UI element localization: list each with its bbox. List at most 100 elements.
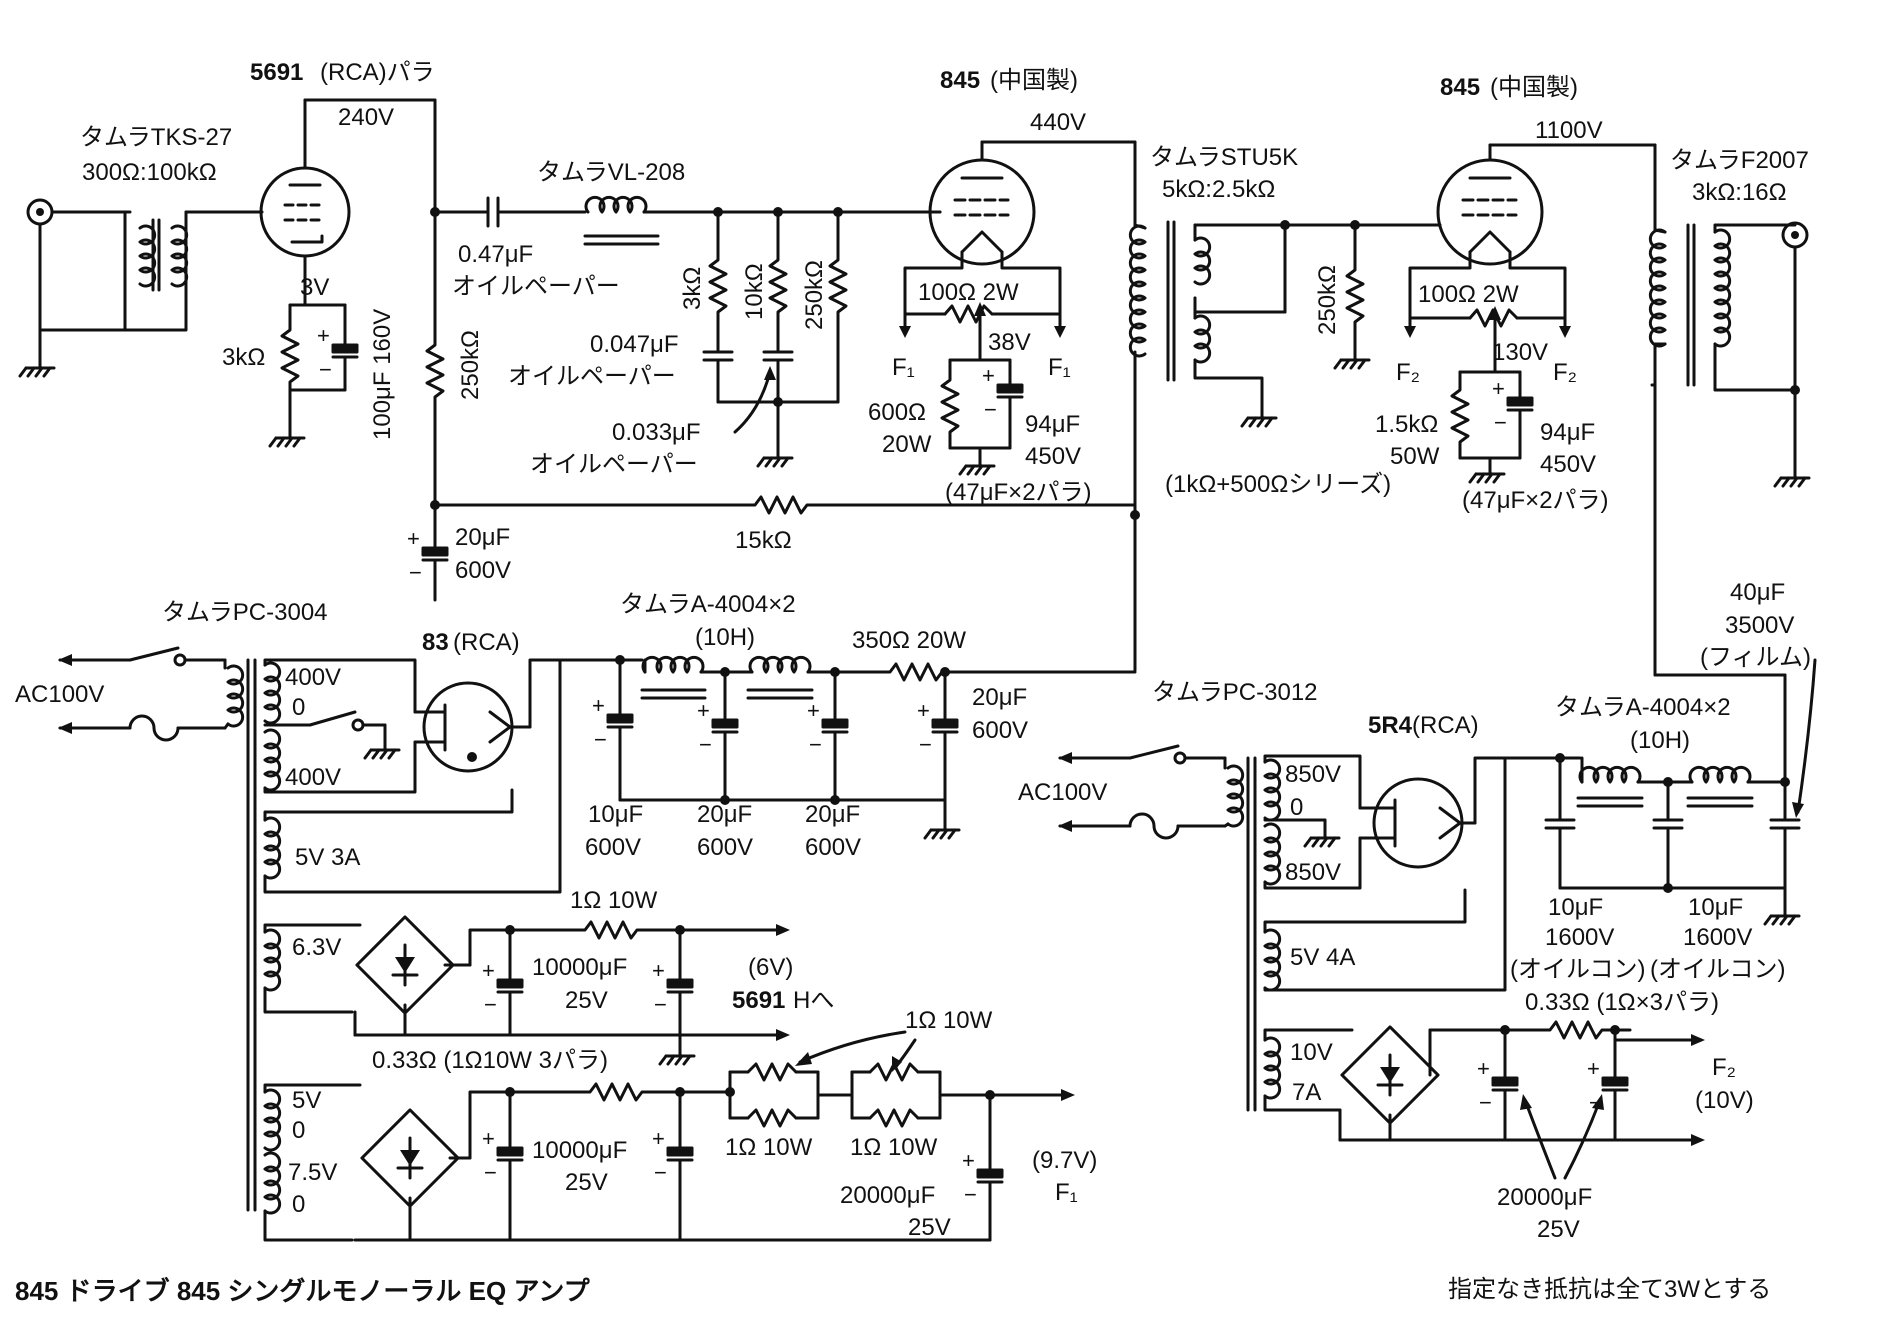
tube-5r4	[1372, 777, 1464, 869]
c20000a-voltage: 25V	[908, 1214, 951, 1241]
r350-label: 350Ω 20W	[852, 627, 966, 654]
r1-10w-label: 1Ω 10W	[570, 887, 658, 914]
tube-5691	[259, 166, 351, 258]
interstage-transformer	[1128, 220, 1212, 382]
ps1-5v2: 5V	[292, 1087, 321, 1114]
choke-vl208-name: タムラVL-208	[537, 159, 685, 186]
diagram-title: 845 ドライブ 845 シングルモノーラル EQ アンプ	[15, 1276, 591, 1306]
ps1-400b: 400V	[285, 764, 341, 791]
c1600b-type: (オイルコン)	[1650, 956, 1786, 983]
c10000b-voltage: 25V	[565, 1169, 608, 1196]
tube-5691-maker: (RCA)パラ	[320, 59, 435, 86]
ck3-voltage: 450V	[1540, 451, 1596, 478]
tube-83-maker: (RCA)	[453, 629, 520, 656]
f1a-label: F₁	[892, 354, 915, 381]
c10-600-value: 10μF	[588, 801, 643, 828]
tube-845-output-maker: (中国製)	[1490, 74, 1578, 101]
c10000a-voltage: 25V	[565, 987, 608, 1014]
f1b-label: F₁	[1048, 354, 1071, 381]
rk3-value: 1.5kΩ	[1375, 411, 1438, 438]
choke-a4004-2-name: タムラA-4004×2	[1555, 694, 1731, 721]
ps1-5v: 5V 3A	[295, 844, 360, 871]
r-eq-250k-label: 250kΩ	[801, 260, 828, 330]
c20c-voltage: 600V	[972, 717, 1028, 744]
ps1-400a: 400V	[285, 664, 341, 691]
c20c-value: 20μF	[972, 684, 1027, 711]
c-dec-value: 20μF	[455, 524, 510, 551]
ps1-name: タムラPC-3004	[162, 599, 328, 626]
c20b-value: 20μF	[805, 801, 860, 828]
r-eq-10k-label: 10kΩ	[741, 263, 768, 320]
c1600a-voltage: 1600V	[1545, 924, 1614, 951]
ps2-850a: 850V	[1285, 761, 1341, 788]
rk3-note: (1kΩ+500Ωシリーズ)	[1165, 471, 1391, 498]
c20b-voltage: 600V	[805, 834, 861, 861]
ps2-0: 0	[1290, 794, 1303, 821]
choke-a4004-2b	[1686, 765, 1754, 808]
choke-a4004-1a	[640, 655, 707, 700]
ps2-850b: 850V	[1285, 859, 1341, 886]
c1600b-voltage: 1600V	[1683, 924, 1752, 951]
out6v-label: (6V)	[748, 954, 793, 981]
c-dec-voltage: 600V	[455, 557, 511, 584]
c-coupling-value: 0.47μF	[458, 241, 533, 268]
ps1-63: 6.3V	[292, 934, 341, 961]
ck2-note: (47μF×2パラ)	[945, 479, 1092, 506]
rk3-watt: 50W	[1390, 443, 1440, 470]
r-grid1-label: 250kΩ	[457, 330, 484, 400]
c-v1k-label: 100μF 160V	[369, 309, 396, 440]
input-transformer	[123, 210, 189, 332]
c1600b-value: 10μF	[1688, 894, 1743, 921]
tube-845-driver-maker: (中国製)	[990, 67, 1078, 94]
tube-5691-type: 5691	[250, 59, 303, 86]
ac1-label: AC100V	[15, 681, 104, 708]
c-coupling-type: オイルペーパー	[452, 273, 620, 300]
tube-83-type: 83	[422, 629, 449, 656]
outf2v-label: (10V)	[1695, 1087, 1754, 1114]
ps2-name: タムラPC-3012	[1152, 679, 1318, 706]
out97v-label: (9.7V)	[1032, 1147, 1097, 1174]
f2b-label: F₂	[1553, 359, 1577, 386]
choke-a4004-2-value: (10H)	[1630, 727, 1690, 754]
ps2-5v: 5V 4A	[1290, 944, 1355, 971]
hum1-label: 100Ω 2W	[918, 279, 1019, 306]
c10000a-value: 10000μF	[532, 954, 627, 981]
ck2-value: 94μF	[1025, 411, 1080, 438]
r1-10w-b2: 1Ω 10W	[850, 1134, 938, 1161]
rk2-watt: 20W	[882, 431, 932, 458]
output-transformer-ratio: 3kΩ:16Ω	[1692, 179, 1787, 206]
c20a-value: 20μF	[697, 801, 752, 828]
r-grid3-label: 250kΩ	[1314, 265, 1341, 335]
c40-value: 40μF	[1730, 579, 1785, 606]
v1-plate-voltage: 240V	[338, 104, 394, 131]
output-jack	[1781, 221, 1809, 249]
c40-voltage: 3500V	[1725, 612, 1794, 639]
c10-600-voltage: 600V	[585, 834, 641, 861]
v2-plate-voltage: 440V	[1030, 109, 1086, 136]
choke-a4004-1b	[746, 655, 814, 700]
c-033-value: 0.033μF	[612, 419, 701, 446]
interstage-name: タムラSTU5K	[1150, 144, 1298, 171]
r-nfb-label: 15kΩ	[735, 527, 792, 554]
ck2-voltage: 450V	[1025, 443, 1081, 470]
v1-cathode-voltage: 3V	[300, 274, 329, 301]
ps2-7a: 7A	[1292, 1079, 1321, 1106]
r033b-label: 0.33Ω (1Ω×3パラ)	[1525, 989, 1719, 1016]
resistor-note: 指定なき抵抗は全て3Wとする	[1448, 1276, 1771, 1303]
choke-a4004-2a	[1576, 765, 1644, 808]
rk2-value: 600Ω	[868, 399, 926, 426]
c1600a-type: (オイルコン)	[1510, 956, 1646, 983]
tube-5r4-maker: (RCA)	[1412, 712, 1479, 739]
tube-83	[422, 681, 514, 773]
tube-5r4-type: 5R4	[1368, 712, 1413, 739]
ck3-value: 94μF	[1540, 419, 1595, 446]
c-047-type: オイルペーパー	[508, 363, 676, 390]
ck3-note: (47μF×2パラ)	[1462, 487, 1609, 514]
c20a-voltage: 600V	[697, 834, 753, 861]
input-transformer-name: タムラTKS-27	[80, 124, 232, 151]
c20000a-value: 20000μF	[840, 1182, 935, 1209]
c-047-value: 0.047μF	[590, 331, 679, 358]
c-033-type: オイルペーパー	[530, 451, 698, 478]
r-eq-3k-label: 3kΩ	[679, 267, 706, 310]
